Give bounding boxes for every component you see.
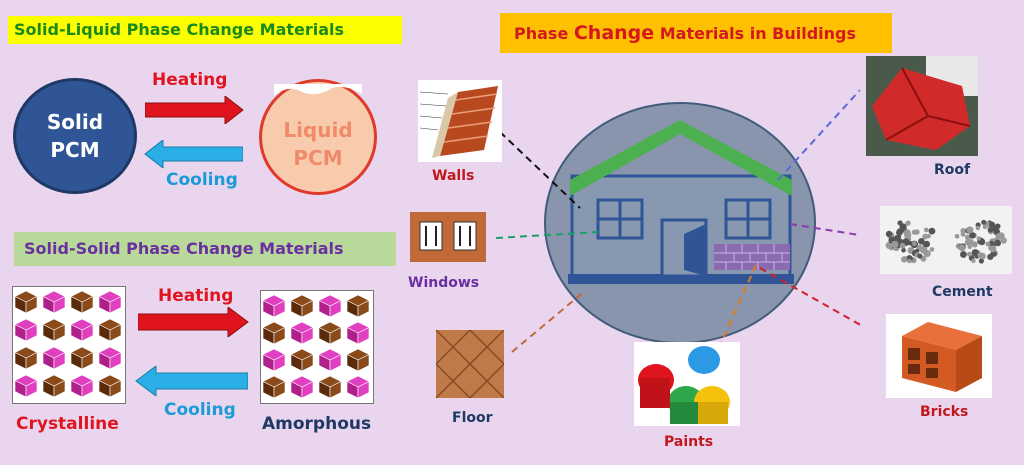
paints-picture bbox=[634, 342, 740, 426]
floor-picture bbox=[436, 330, 504, 398]
windows-label: Windows bbox=[408, 275, 480, 291]
buildings-title: Phase Change Materials in Buildings bbox=[500, 13, 892, 53]
house-icon bbox=[568, 120, 794, 284]
windows-picture bbox=[410, 212, 486, 262]
amorphous-label: Amorphous bbox=[262, 414, 372, 434]
bricks-label: Bricks bbox=[920, 404, 969, 420]
buildings-title-pre: Phase bbox=[514, 24, 574, 43]
roof-picture bbox=[866, 56, 978, 156]
floor-label: Floor bbox=[452, 410, 493, 426]
sl-cooling-arrow-icon bbox=[144, 140, 243, 168]
cement-picture bbox=[880, 206, 1012, 274]
solid-solid-title: Solid-Solid Phase Change Materials bbox=[14, 232, 396, 266]
sl-heating-label: Heating bbox=[152, 70, 228, 90]
amorphous-lattice-icon bbox=[260, 290, 374, 404]
roof-label: Roof bbox=[934, 162, 971, 178]
ss-cooling-arrow-icon bbox=[135, 366, 248, 396]
ss-heating-arrow-icon bbox=[138, 307, 249, 337]
solid-pcm-circle: Solid PCM bbox=[13, 78, 137, 194]
crystalline-label: Crystalline bbox=[16, 414, 119, 434]
solid-pcm-line1: Solid bbox=[46, 110, 104, 134]
ss-cooling-label: Cooling bbox=[164, 400, 236, 420]
sl-heating-arrow-icon bbox=[145, 96, 244, 124]
solid-pcm-line2: PCM bbox=[50, 138, 100, 162]
solid-liquid-title: Solid-Liquid Phase Change Materials bbox=[8, 16, 402, 44]
walls-label: Walls bbox=[432, 168, 475, 184]
ss-heating-label: Heating bbox=[158, 286, 234, 306]
liquid-pcm-line2: PCM bbox=[293, 146, 343, 170]
buildings-title-big: Change bbox=[573, 22, 655, 44]
walls-picture bbox=[418, 80, 502, 162]
paints-label: Paints bbox=[664, 434, 714, 450]
buildings-title-post: Materials in Buildings bbox=[654, 24, 857, 43]
crystalline-lattice-icon bbox=[12, 286, 126, 404]
liquid-pcm-line1: Liquid bbox=[283, 118, 353, 142]
connector-lines bbox=[495, 89, 860, 353]
liquid-surface-icon bbox=[274, 84, 362, 96]
bricks-picture bbox=[886, 314, 992, 398]
cement-label: Cement bbox=[932, 284, 993, 300]
liquid-pcm-circle: Liquid PCM bbox=[259, 79, 377, 195]
sl-cooling-label: Cooling bbox=[166, 170, 238, 190]
house-diagram bbox=[495, 89, 860, 353]
